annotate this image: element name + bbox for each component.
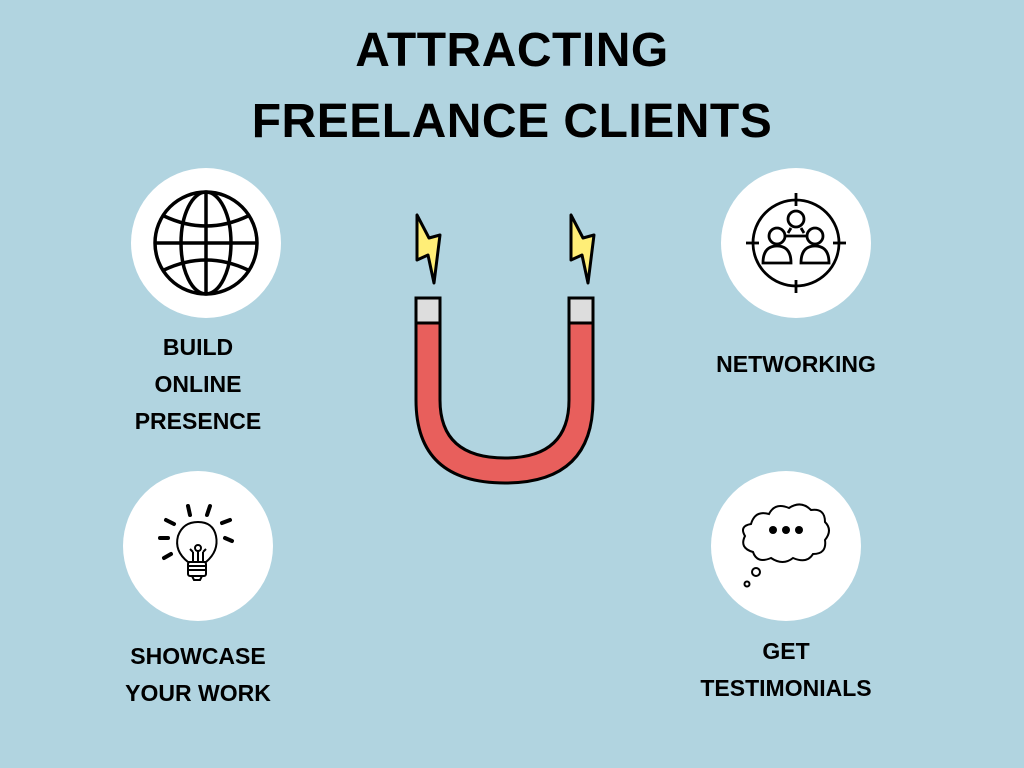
globe-circle bbox=[131, 168, 281, 318]
title-line-2: FREELANCE CLIENTS bbox=[251, 95, 773, 148]
lightning-bolt-icon bbox=[415, 213, 442, 285]
label-networking: NETWORKING bbox=[716, 351, 876, 377]
label-showcase-your-work: SHOWCASE YOUR WORK bbox=[125, 643, 271, 706]
magnet-icon bbox=[414, 213, 596, 485]
thought-bubble-circle bbox=[711, 471, 861, 621]
network-target-icon bbox=[746, 193, 846, 293]
globe-icon bbox=[153, 190, 259, 296]
lightbulb-icon bbox=[158, 504, 234, 581]
label-get-testimonials: GET TESTIMONIALS bbox=[700, 638, 872, 701]
lightbulb-circle bbox=[123, 471, 273, 621]
label-build-online-presence: BUILD ONLINE PRESENCE bbox=[134, 334, 262, 434]
lightning-bolt-icon bbox=[569, 213, 596, 285]
title-line-1: ATTRACTING bbox=[355, 24, 669, 77]
thought-bubble-icon bbox=[742, 503, 830, 588]
networking-circle bbox=[721, 168, 871, 318]
